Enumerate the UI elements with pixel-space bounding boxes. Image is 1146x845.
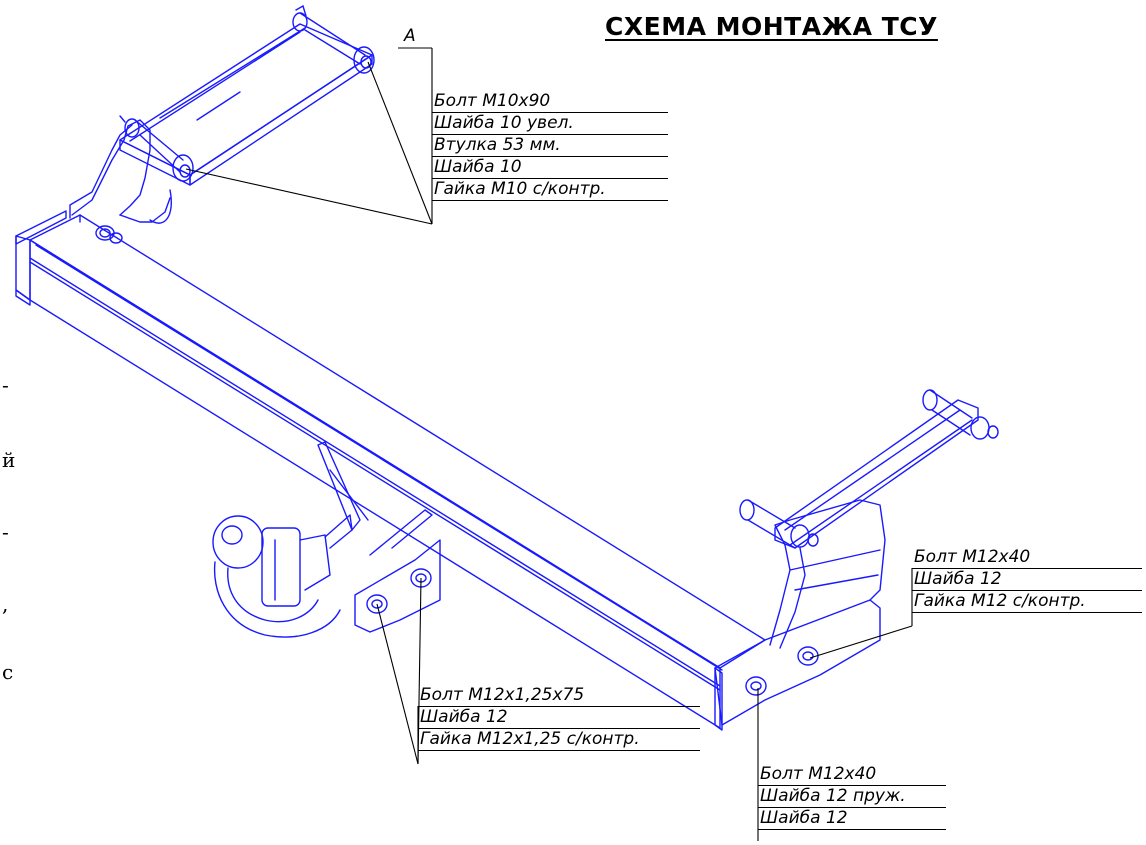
- left-edge-fragment: -: [2, 520, 9, 544]
- leader-right-mid: [809, 625, 913, 659]
- callout-bottom-right: Болт М12х40 Шайба 12 пруж. Шайба 12: [758, 764, 946, 830]
- page-title: СХЕМА МОНТАЖА ТСУ: [605, 12, 938, 41]
- left-edge-fragment: й: [2, 448, 16, 472]
- callout-top: Болт М10х90 Шайба 10 увел. Втулка 53 мм.…: [432, 91, 668, 201]
- callout-bottom-right-item: Шайба 12: [758, 808, 946, 830]
- left-bracket: [69, 119, 172, 244]
- ball-mount: [212, 441, 441, 638]
- upper-right-arm: [739, 389, 999, 549]
- callout-bottom-left: Болт М12х1,25х75 Шайба 12 Гайка М12х1,25…: [418, 685, 700, 751]
- right-bracket: [714, 499, 886, 731]
- callout-bottom-left-item: Шайба 12: [418, 707, 700, 729]
- callout-right-mid-item: Болт М12х40: [912, 547, 1142, 569]
- upper-left-arm: [119, 5, 375, 186]
- callout-right-mid-item: Гайка М12 с/контр.: [912, 591, 1142, 613]
- callout-bottom-left-item: Гайка М12х1,25 с/контр.: [418, 729, 700, 751]
- callout-right-mid: Болт М12х40 Шайба 12 Гайка М12 с/контр.: [912, 547, 1142, 613]
- callout-bottom-right-item: Болт М12х40: [758, 764, 946, 786]
- view-label: A: [404, 26, 416, 46]
- leader-bottom-left-1: [376, 603, 419, 765]
- callout-top-item: Гайка М10 с/контр.: [432, 179, 668, 201]
- callout-bottom-left-item: Болт М12х1,25х75: [418, 685, 700, 707]
- leader-top-2: [367, 61, 433, 225]
- callout-top-item: Втулка 53 мм.: [432, 135, 668, 157]
- callout-top-item: Шайба 10 увел.: [432, 113, 668, 135]
- leader-top-3: [185, 168, 433, 225]
- callout-right-mid-item: Шайба 12: [912, 569, 1142, 591]
- callout-top-item: Болт М10х90: [432, 91, 668, 113]
- main-crossbar: [15, 210, 766, 729]
- left-edge-fragment: ,: [2, 592, 9, 616]
- left-edge-fragment: -: [2, 373, 9, 397]
- left-edge-fragment: с: [2, 660, 14, 684]
- callout-bottom-right-item: Шайба 12 пруж.: [758, 786, 946, 808]
- callout-top-item: Шайба 10: [432, 157, 668, 179]
